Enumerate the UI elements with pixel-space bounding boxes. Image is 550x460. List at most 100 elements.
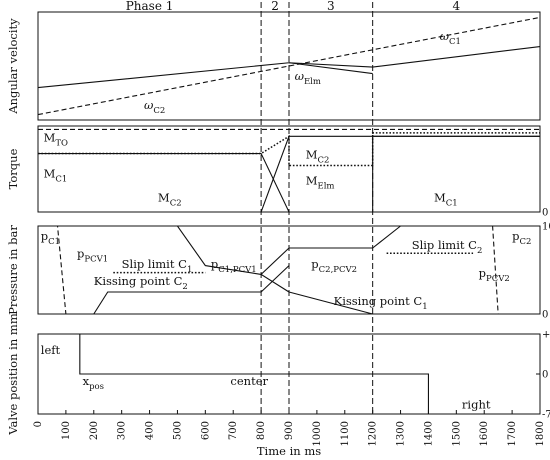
- annotation-2-3: MC2: [158, 191, 182, 209]
- x-tick-label: 0: [33, 421, 44, 427]
- series--elm: [288, 62, 373, 75]
- y-tick-label: 0: [542, 310, 548, 321]
- annotation-2-5-main: M: [306, 173, 318, 187]
- annotation-4-2: xpos: [83, 374, 104, 392]
- annotation-3-3-main: Slip limit C: [122, 257, 187, 271]
- series-xpos: [38, 333, 540, 415]
- panel-4: Valve position in mm +7 0 -7 left xpos center r…: [6, 313, 550, 436]
- annotation-3-2-main: p: [77, 247, 84, 261]
- annotation-3-6-sub: C2,PCV2: [319, 265, 357, 275]
- x-tick-label: 900: [284, 421, 295, 440]
- x-tick-label: 1600: [479, 421, 490, 446]
- series--c2: [37, 16, 541, 116]
- annotation-3-6-main: p: [311, 257, 318, 271]
- annotation-3-3-sub: 1: [187, 265, 192, 275]
- annotation-3-9: Kissing point C1: [334, 294, 428, 312]
- annotation-3-5: Kissing point C2: [94, 274, 188, 292]
- annotation-4-4-main: right: [462, 397, 491, 411]
- panel-frame: [37, 11, 541, 121]
- annotation-2-4-sub: C2: [318, 156, 330, 166]
- annotation-2-6-main: M: [434, 191, 446, 205]
- annotation-1-3-main: ω: [144, 98, 154, 112]
- annotation-3-5-sub: 2: [182, 282, 187, 292]
- y-tick-label: +7: [542, 330, 550, 341]
- annotation-4-2-sub: pos: [89, 382, 104, 392]
- series-ppcv1: [38, 225, 290, 293]
- annotation-3-9-main: Kissing point C: [334, 294, 423, 308]
- x-tick-label: 1200: [368, 421, 379, 446]
- annotation-4-2-main: x: [83, 374, 90, 388]
- annotation-2-6: MC1: [434, 191, 458, 209]
- annotation-2-2-main: M: [44, 167, 56, 181]
- x-tick-label: 400: [145, 421, 156, 440]
- annotation-2-4-main: M: [306, 148, 318, 162]
- series-pc2-pcv2: [260, 225, 485, 275]
- annotation-2-1-sub: TO: [55, 138, 68, 148]
- annotation-4-3: center: [230, 374, 268, 388]
- annotation-3-8-sub: C2: [519, 237, 531, 247]
- x-axis-label: Time in ms: [257, 444, 321, 458]
- annotation-4-4: right: [462, 397, 491, 411]
- annotation-3-3: Slip limit C1: [122, 257, 193, 275]
- annotation-3-2-sub: PCV1: [84, 255, 108, 265]
- annotation-2-5: MElm: [306, 173, 335, 191]
- x-tick-label: 700: [228, 421, 239, 440]
- phase-label-1: Phase 1: [126, 0, 174, 13]
- x-tick-label: 500: [172, 421, 183, 440]
- annotation-4-1-main: left: [41, 343, 61, 357]
- x-tick-label: 600: [200, 421, 211, 440]
- annotation-1-3: ωC2: [144, 98, 165, 116]
- y-axis-label: Valve position in mm: [6, 313, 20, 436]
- x-tick-label: 1300: [396, 421, 407, 446]
- annotation-1-2-main: ω: [295, 69, 305, 83]
- annotation-4-3-main: center: [230, 374, 268, 388]
- annotation-2-5-sub: Elm: [318, 181, 335, 191]
- series-mc2: [38, 135, 540, 213]
- annotation-2-2: MC1: [44, 167, 68, 185]
- y-tick-label: 0: [542, 208, 548, 219]
- annotation-2-1: MTO: [44, 130, 68, 148]
- annotation-2-4: MC2: [306, 148, 330, 166]
- y-axis-label: Pressure in bar: [6, 225, 20, 315]
- panel-frame: [37, 225, 541, 315]
- y-tick-label: 0: [542, 370, 548, 381]
- annotation-3-10-main: p: [479, 266, 486, 280]
- annotation-3-1: pC1: [41, 229, 60, 247]
- annotation-3-4-sub: C1,PCV1: [218, 265, 256, 275]
- annotation-3-6: pC2,PCV2: [311, 257, 357, 275]
- annotation-4-1: left: [41, 343, 61, 357]
- phase-label-3: 3: [327, 0, 335, 13]
- x-tick-label: 1000: [312, 421, 323, 446]
- annotation-3-10-sub: PCV2: [486, 274, 510, 284]
- phase-label-2: 2: [271, 0, 279, 13]
- annotation-3-7-main: Slip limit C: [412, 238, 477, 252]
- series-melm: [38, 132, 540, 167]
- x-tick-label: 1500: [451, 421, 462, 446]
- y-tick-label: 10: [542, 222, 550, 233]
- annotation-3-10: pPCV2: [479, 266, 510, 284]
- series-kissing-point-c1: [288, 291, 373, 315]
- x-tick-label: 200: [89, 421, 100, 440]
- annotation-3-8: pC2: [512, 229, 531, 247]
- annotation-2-2-sub: C1: [55, 175, 67, 185]
- annotation-3-4-main: p: [211, 257, 218, 271]
- annotation-3-8-main: p: [512, 229, 519, 243]
- annotation-1-3-sub: C2: [153, 106, 165, 116]
- x-tick-label: 1800: [535, 421, 546, 446]
- annotation-2-1-main: M: [44, 130, 56, 144]
- annotation-3-4: pC1,PCV1: [211, 257, 257, 275]
- annotation-1-1: ωC1: [440, 29, 461, 47]
- series-kissing-point-c2: [93, 265, 290, 315]
- annotation-3-9-sub: 1: [422, 302, 427, 312]
- x-tick-label: 100: [61, 421, 72, 440]
- x-tick-label: 1100: [340, 421, 351, 446]
- annotation-3-2: pPCV1: [77, 247, 108, 265]
- x-tick-label: 300: [117, 421, 128, 440]
- annotation-1-2-sub: Elm: [304, 77, 321, 87]
- panel-3: Pressure in bar100pC1pPCV1Slip limit C1p…: [6, 222, 550, 321]
- annotation-2-3-main: M: [158, 191, 170, 205]
- y-tick-label: -7: [542, 410, 550, 421]
- annotation-1-2: ωElm: [295, 69, 321, 87]
